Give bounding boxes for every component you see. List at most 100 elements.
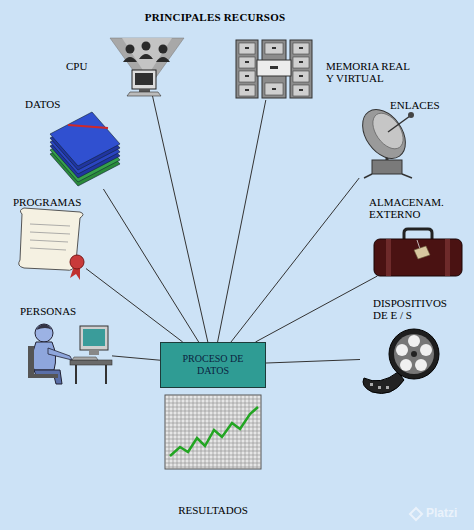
- connector-line: [218, 100, 266, 342]
- grid-line: [221, 395, 222, 469]
- film-reel-icon: [363, 372, 404, 394]
- scroll-icon: [30, 224, 70, 226]
- person-at-computer-icon: [72, 357, 98, 360]
- person-at-computer-icon: [35, 324, 53, 342]
- scroll-icon: [30, 248, 66, 250]
- scroll-icon: [70, 255, 84, 269]
- person-at-computer-icon: [70, 360, 112, 365]
- film-reel-icon: [389, 329, 439, 379]
- filing-cabinet-icon: [245, 47, 303, 91]
- connector-line: [255, 276, 377, 342]
- suitcase-icon: [417, 240, 420, 249]
- results-chart-icon: [165, 395, 261, 469]
- cpu-icon: [135, 73, 153, 85]
- grid-line: [165, 443, 261, 444]
- data-stack-icon: [50, 112, 120, 166]
- scroll-icon: [30, 232, 70, 234]
- connector-line: [103, 189, 198, 342]
- filing-cabinet-icon: [265, 43, 283, 54]
- person-at-computer-icon: [28, 346, 34, 374]
- resource-label: PERSONAS: [20, 305, 100, 317]
- resource-node: PERSONAS: [26, 320, 112, 384]
- grid-line: [245, 395, 246, 469]
- satellite-dish-icon: [354, 102, 414, 178]
- filing-cabinet-icon: [245, 89, 249, 91]
- film-reel-icon: [408, 335, 420, 347]
- resource-node: ENLACES: [352, 112, 418, 178]
- grid-line: [165, 467, 261, 468]
- filing-cabinet-icon: [299, 61, 303, 63]
- satellite-dish-icon: [354, 102, 414, 167]
- grid-line: [253, 395, 254, 469]
- resource-label: CPU: [66, 60, 106, 72]
- grid-line: [165, 411, 261, 412]
- grid-line: [237, 395, 238, 469]
- connector-line: [153, 96, 208, 342]
- results-node: RESULTADOS: [165, 395, 261, 469]
- grid-line: [209, 395, 210, 469]
- suitcase-icon: [374, 239, 462, 276]
- cpu-icon: [132, 70, 156, 89]
- grid-line: [201, 395, 202, 469]
- filing-cabinet-icon: [299, 47, 303, 49]
- suitcase-icon: [414, 246, 430, 259]
- filing-cabinet-icon: [236, 40, 312, 98]
- resource-label: ENLACES: [390, 99, 470, 111]
- grid-line: [165, 399, 261, 400]
- suitcase-icon: [374, 229, 462, 276]
- grid-line: [181, 395, 182, 469]
- resource-node: ALMACENAM. EXTERNO: [372, 232, 464, 276]
- person-at-computer-icon: [28, 374, 58, 378]
- person-at-computer-icon: [28, 324, 112, 384]
- film-reel-icon: [396, 335, 432, 371]
- filing-cabinet-icon: [293, 71, 309, 82]
- filing-cabinet-icon: [272, 47, 276, 49]
- filing-cabinet-icon: [293, 57, 309, 68]
- satellite-dish-icon: [388, 116, 410, 132]
- scroll-icon: [19, 208, 84, 280]
- grid-line: [233, 395, 234, 469]
- filing-cabinet-icon: [239, 43, 309, 96]
- filing-cabinet-icon: [239, 71, 255, 82]
- film-reel-icon: [411, 351, 417, 357]
- suitcase-icon: [404, 229, 432, 240]
- cpu-icon: [126, 45, 135, 54]
- film-reel-icon: [394, 334, 434, 374]
- resource-node: CPU: [108, 38, 184, 96]
- filing-cabinet-icon: [236, 40, 258, 98]
- grid-line: [241, 395, 242, 469]
- scroll-icon: [19, 208, 83, 270]
- cpu-icon: [110, 38, 184, 96]
- suitcase-icon: [445, 239, 450, 276]
- grid-line: [177, 395, 178, 469]
- resource-label: PROGRAMAS: [13, 196, 103, 208]
- film-reel-icon: [363, 329, 439, 394]
- connector-line: [112, 356, 160, 360]
- data-stack-icon: [68, 125, 108, 128]
- person-at-computer-icon: [32, 342, 55, 370]
- resource-label: ALMACENAM. EXTERNO: [369, 196, 449, 220]
- grid-line: [169, 395, 170, 469]
- filing-cabinet-icon: [270, 66, 278, 69]
- grid-line: [229, 395, 230, 469]
- person-at-computer-icon: [48, 348, 72, 360]
- film-reel-icon: [396, 344, 408, 356]
- grid-line: [205, 395, 206, 469]
- grid-line: [185, 395, 186, 469]
- grid-line: [165, 403, 261, 404]
- cpu-icon: [159, 45, 168, 54]
- connector-line: [266, 359, 360, 363]
- connector-line: [86, 269, 183, 342]
- person-at-computer-icon: [36, 324, 52, 330]
- filing-cabinet-icon: [299, 89, 303, 91]
- cpu-icon: [139, 89, 150, 92]
- scroll-icon: [30, 240, 68, 242]
- grid-line: [165, 427, 261, 428]
- film-reel-icon: [370, 383, 389, 389]
- grid-line: [193, 395, 194, 469]
- film-reel-icon: [378, 386, 381, 389]
- film-reel-icon: [420, 344, 432, 356]
- grid-line: [165, 439, 261, 440]
- cpu-icon: [122, 38, 172, 72]
- person-at-computer-icon: [89, 350, 99, 355]
